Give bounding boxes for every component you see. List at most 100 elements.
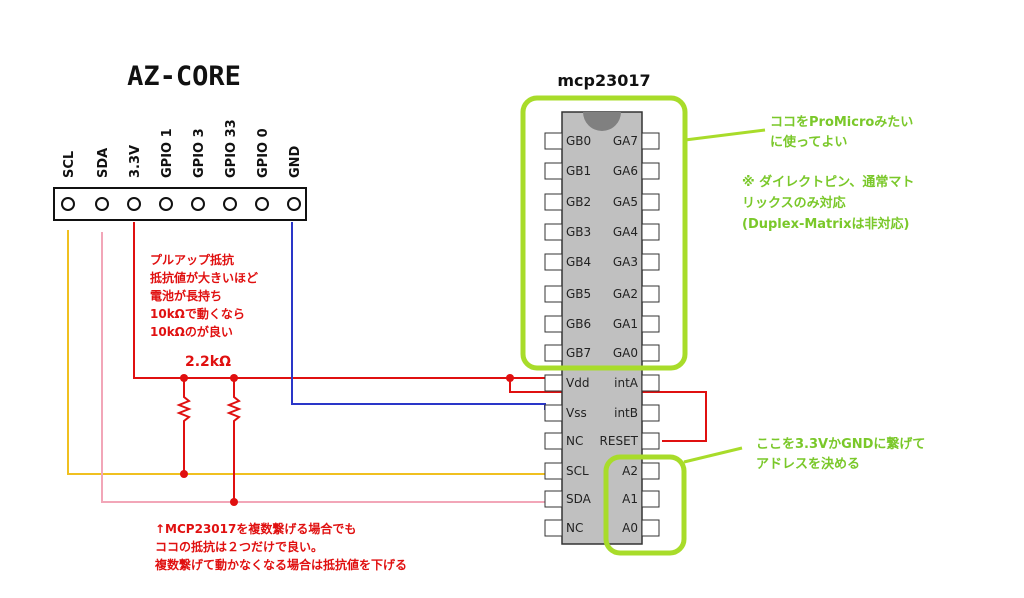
chip-pin-left-label: Vss (566, 406, 587, 420)
chip-pin-right (641, 193, 660, 211)
gnd-wire (291, 222, 546, 410)
note-line: 10kΩのが良い (150, 324, 233, 339)
az-pin-label: GPIO 0 (256, 128, 271, 178)
note-line: 抵抗値が大きいほど (150, 270, 258, 285)
chip-pin-right-label: RESET (600, 434, 639, 448)
chip-pin-right-label: GA4 (613, 225, 638, 239)
address-callout-line (683, 446, 743, 464)
junction-dot (230, 374, 238, 382)
pin-hole (95, 197, 109, 211)
reset-wire (509, 378, 707, 442)
note-line: アドレスを決める (756, 456, 860, 472)
chip-pin-right (641, 404, 660, 422)
chip-pin-left-label: GB7 (566, 346, 591, 360)
az-pin-label: GPIO 33 (224, 119, 239, 178)
chip-pin-right-label: intB (614, 406, 638, 420)
resistor-value-label: 2.2kΩ (185, 354, 231, 370)
chip-pin-left-label: SDA (566, 492, 592, 506)
chip-pin-left (544, 315, 563, 333)
chip-pin-left-label: NC (566, 521, 583, 535)
chip-pin-left (544, 193, 563, 211)
pin-hole (159, 197, 173, 211)
note-matrix: ※ ダイレクトピン、通常マト リックスのみ対応 (Duplex-Matrixは非… (742, 174, 914, 232)
gpio-callout-line (684, 128, 766, 142)
vcc-wire (133, 222, 545, 379)
note-line: 電池が長持ち (150, 288, 222, 303)
chip-pin-right (641, 490, 660, 508)
chip-pin-right (641, 519, 660, 537)
note-line: 複数繋げて動かなくなる場合は抵抗値を下げる (154, 557, 407, 572)
chip-pin-left (544, 490, 563, 508)
chip-pin-left (544, 223, 563, 241)
chip-pin-left-label: GB1 (566, 164, 591, 178)
chip-pin-left-label: GB4 (566, 255, 591, 269)
chip-pin-left-label: GB2 (566, 195, 591, 209)
chip-pin-right-label: GA5 (613, 195, 638, 209)
chip-pin-right-label: GA0 (613, 346, 638, 360)
note-line: リックスのみ対応 (742, 195, 846, 211)
az-pin-label: SCL (62, 151, 77, 178)
scl-wire (67, 230, 545, 475)
note-line: に使ってよい (770, 134, 847, 150)
junction-dot (230, 498, 238, 506)
chip-pin-right (641, 285, 660, 303)
junction-dot (180, 470, 188, 478)
az-core-title: AZ-CORE (127, 61, 241, 92)
pin-hole (61, 197, 75, 211)
chip-pin-left (544, 132, 563, 150)
chip-notch (583, 112, 621, 131)
chip-pin-right (641, 374, 660, 392)
note-line: ↑MCP23017を複数繋げる場合でも (155, 521, 356, 536)
chip-pin-left-label: GB3 (566, 225, 591, 239)
chip-pin-right (641, 253, 660, 271)
note-line: (Duplex-Matrixは非対応) (742, 216, 909, 232)
chip-pin-right-label: GA1 (613, 317, 638, 331)
chip-pin-left (544, 344, 563, 362)
chip-pin-left (544, 374, 563, 392)
chip-pin-left-label: GB5 (566, 287, 591, 301)
chip-pin-right-label: GA6 (613, 164, 638, 178)
chip-pin-left (544, 253, 563, 271)
az-pin-label: GPIO 1 (160, 128, 175, 178)
address-highlight-box (603, 454, 687, 556)
chip-pin-right-label: GA2 (613, 287, 638, 301)
chip-pin-right (641, 132, 660, 150)
gpio-highlight-box (520, 95, 688, 371)
chip-pin-left (544, 162, 563, 180)
chip-pin-left-label: NC (566, 434, 583, 448)
sda-wire (101, 232, 545, 503)
chip-pin-right (641, 432, 660, 450)
note-line: ココの抵抗は２つだけで良い。 (155, 539, 323, 554)
note-gpio: ココをProMicroみたい に使ってよい (770, 115, 913, 150)
wires (67, 222, 707, 506)
pullup-resistor-scl (176, 378, 192, 474)
az-pin-label: 3.3V (128, 145, 143, 178)
chip-pin-left (544, 519, 563, 537)
az-pin-label: GPIO 3 (192, 128, 207, 178)
junction-dot (180, 374, 188, 382)
chip-pin-left-label: SCL (566, 464, 589, 478)
chip-pin-left (544, 432, 563, 450)
pin-hole (223, 197, 237, 211)
chip-pin-right-label: A0 (622, 521, 638, 535)
chip-pin-left (544, 462, 563, 480)
chip-pin-right (641, 162, 660, 180)
chip-pin-right-label: A1 (622, 492, 638, 506)
note-line: ココをProMicroみたい (770, 115, 913, 130)
note-line: ※ ダイレクトピン、通常マト (742, 174, 914, 190)
note-line: ここを3.3VかGNDに繋げて (756, 436, 925, 452)
pin-hole (127, 197, 141, 211)
note-address: ここを3.3VかGNDに繋げて アドレスを決める (756, 436, 925, 472)
note-line: プルアップ抵抗 (150, 252, 234, 267)
chip-pin-right-label: GA7 (613, 134, 638, 148)
junction-dot (506, 374, 514, 382)
chip-title: mcp23017 (557, 71, 650, 90)
note-multiple: ↑MCP23017を複数繋げる場合でも ココの抵抗は２つだけで良い。 複数繋げて… (154, 521, 407, 572)
chip-pin-right (641, 462, 660, 480)
pin-hole (287, 197, 301, 211)
